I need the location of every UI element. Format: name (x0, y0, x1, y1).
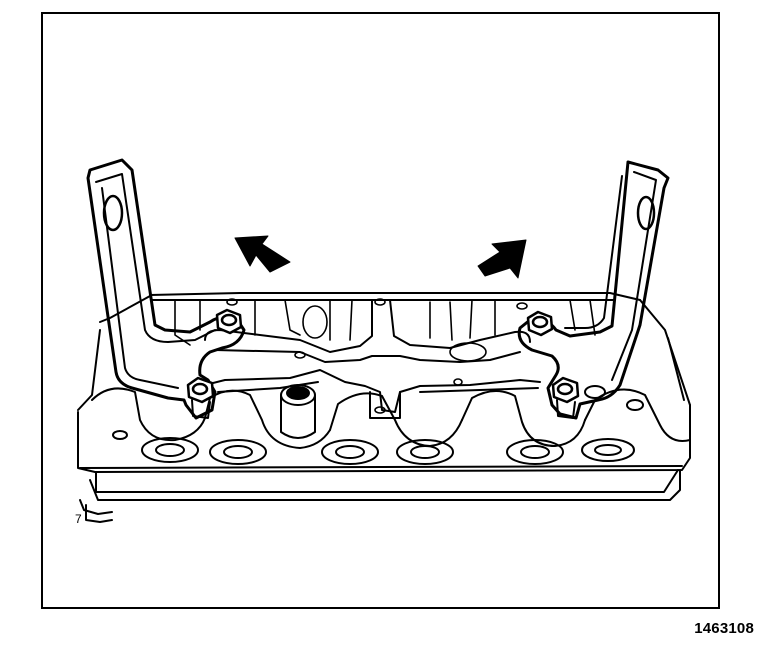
cam-journals (91, 384, 691, 465)
arrow-left-icon (234, 235, 291, 273)
bolt-lower-right (551, 376, 580, 419)
bolt-lower-left (186, 376, 215, 419)
figure-id-label: 1463108 (694, 620, 754, 637)
right-lifting-arm (517, 160, 670, 420)
bolt-upper-right (526, 310, 554, 337)
bolt-upper-left (215, 308, 243, 335)
callout-label: 7 (75, 512, 82, 526)
arrow-right-icon (477, 239, 527, 279)
bolts (186, 308, 580, 419)
left-lifting-arm (86, 158, 246, 420)
lifting-bracket-plate (204, 299, 541, 419)
